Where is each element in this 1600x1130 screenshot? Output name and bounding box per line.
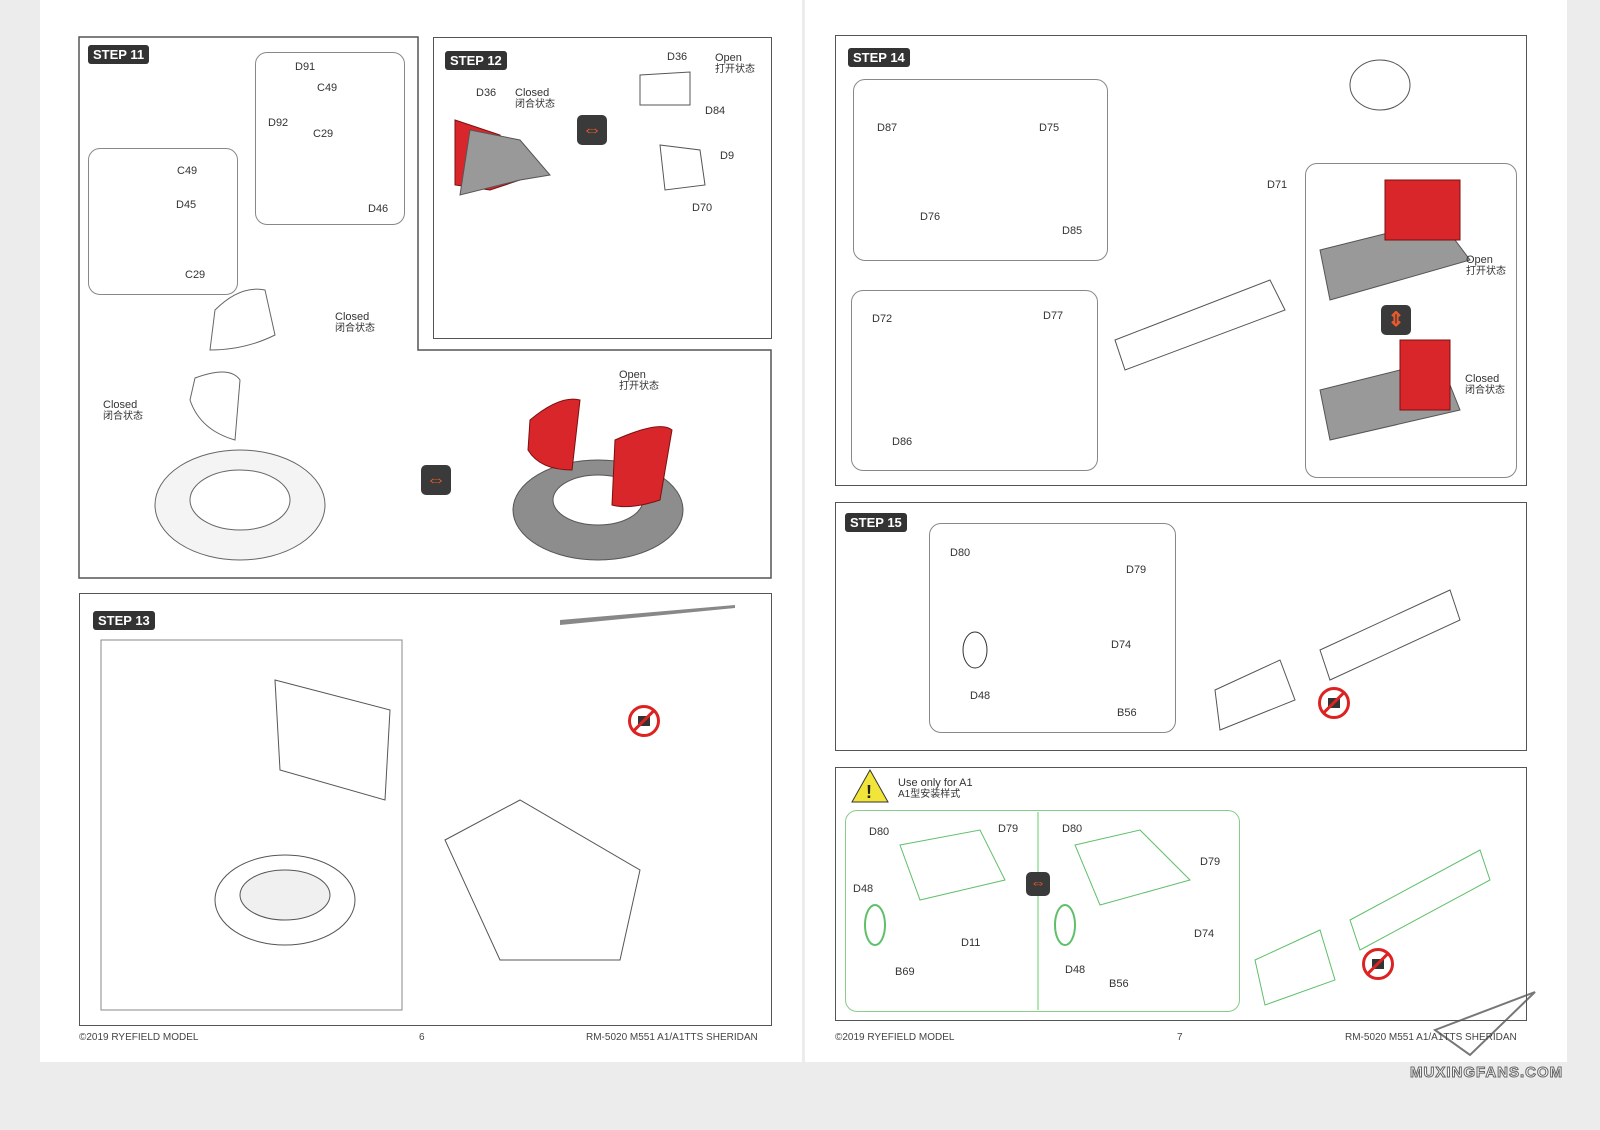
watermark-logo [1432,991,1536,1057]
step-title: STEP 11 [88,45,150,64]
part-label: B69 [895,966,915,978]
callout [88,148,238,295]
hatch-cover [209,288,276,351]
page-number: 6 [419,1032,425,1043]
step-title: STEP 12 [445,51,507,70]
part-label: D85 [1062,225,1083,237]
swap-arrows-icon: ⇕ [1381,305,1411,335]
part-label: D70 [692,202,713,214]
page-number: 7 [1177,1032,1183,1043]
swap-arrows-icon: ⇔ [577,115,607,145]
part-label: D72 [872,313,893,325]
part-label: D36 [667,51,688,63]
watermark: MUXINGFANS.COM [1409,1064,1564,1082]
swap-arrows-icon: ⇔ [421,465,451,495]
footer-product: RM-5020 M551 A1/A1TTS SHERIDAN [1345,1032,1517,1043]
callout [851,290,1098,471]
step14-frame [835,35,1527,486]
callout [255,52,405,225]
callout [845,810,1240,1012]
part-label: D91 [295,61,316,73]
part-label: D71 [1267,179,1288,191]
part-label: D86 [892,436,913,448]
part-label: C49 [177,165,198,177]
part-label: C29 [185,269,206,281]
callout [853,79,1108,261]
part-label: D74 [1111,639,1132,651]
part-label: D11 [961,937,981,949]
part-label: D84 [705,105,726,117]
part-label: D74 [1194,928,1215,940]
step-title: STEP 14 [848,48,910,67]
part-label: D48 [853,883,874,895]
part-label: D48 [1065,964,1086,976]
part-label: D76 [920,211,941,223]
svg-text:!: ! [866,782,872,802]
footer-copyright: ©2019 RYEFIELD MODEL [835,1032,955,1043]
part-label: D75 [1039,122,1060,134]
no-glue-icon [1318,687,1350,719]
part-label: C49 [317,82,338,94]
part-label: D80 [869,826,890,838]
footer-copyright: ©2019 RYEFIELD MODEL [79,1032,199,1043]
part-label: B56 [1117,707,1137,719]
part-label: D45 [176,199,197,211]
part-label: D79 [998,823,1019,835]
part-label: D48 [970,690,991,702]
part-label: D77 [1043,310,1064,322]
hatch-open-red [611,426,673,508]
part-label: C29 [313,128,334,140]
warning-icon [851,768,889,803]
part-label: D36 [476,87,497,99]
part-label: D92 [268,117,289,129]
a1-frame [835,767,1527,1021]
no-glue-icon [1362,948,1394,980]
part-label: D87 [877,122,898,134]
hatch-open-red [527,398,581,471]
no-glue-icon [628,705,660,737]
hatch-cover [189,371,241,441]
step-title: STEP 13 [93,611,155,630]
part-label: D46 [368,203,389,215]
footer-product: RM-5020 M551 A1/A1TTS SHERIDAN [586,1032,758,1043]
callout [1305,163,1517,478]
part-label: B56 [1109,978,1129,990]
swap-arrows-icon: ⇔ [1026,872,1050,896]
step15-frame [835,502,1527,751]
callout [929,523,1176,733]
step13-frame [79,593,772,1026]
part-label: D79 [1200,856,1221,868]
part-label: D80 [950,547,971,559]
step12-frame [433,37,772,339]
step-title: STEP 15 [845,513,907,532]
part-label: D9 [720,150,735,162]
part-label: D80 [1062,823,1083,835]
step11-frame [78,36,772,579]
part-label: D79 [1126,564,1147,576]
